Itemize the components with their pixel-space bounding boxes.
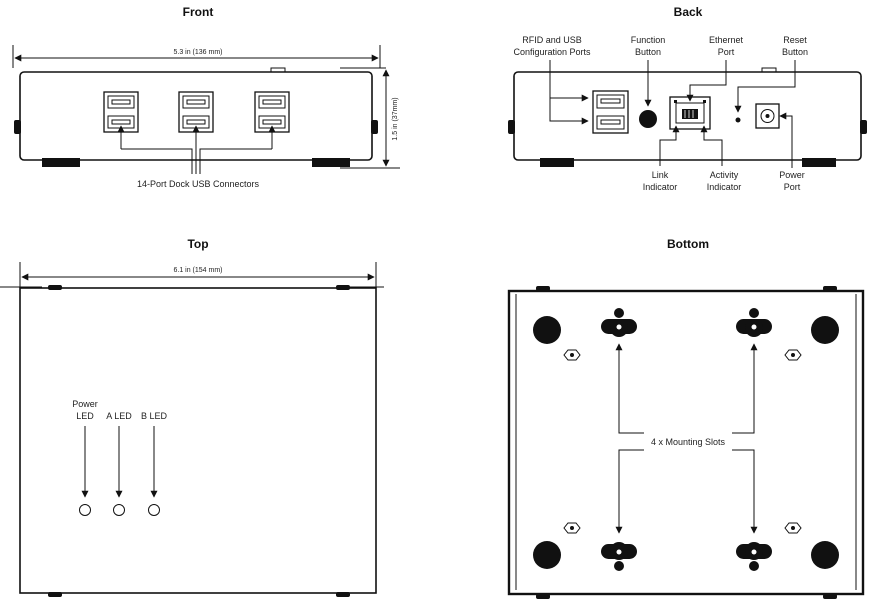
back-function-button	[639, 110, 657, 128]
bottom-mounting-slot-bottom-right	[736, 542, 772, 571]
bottom-chassis	[507, 289, 865, 596]
back-function-label-line2: Button	[635, 47, 661, 57]
back-activity-label-line1: Activity	[710, 170, 739, 180]
back-activity-leader	[700, 125, 723, 166]
bottom-screw-top-left	[563, 349, 581, 361]
bottom-mounting-slot-top-right	[736, 308, 772, 337]
back-link-label-line2: Indicator	[643, 182, 678, 192]
back-title: Back	[674, 5, 703, 19]
bottom-screw-bottom-right	[784, 522, 802, 534]
back-rfid-label-line1: RFID and USB	[522, 35, 582, 45]
top-a-led	[113, 504, 125, 516]
bottom-tab-top-left	[536, 286, 550, 291]
top-chassis	[19, 287, 377, 594]
back-rfid-leader-bottom	[549, 98, 589, 125]
back-power-label-line1: Power	[779, 170, 805, 180]
back-foot-left	[540, 158, 574, 167]
back-ethernet-port	[669, 96, 711, 130]
front-width-dimension-label: 5.3 in (136 mm)	[173, 49, 222, 56]
back-top-tab	[761, 67, 777, 73]
bottom-slot-leader-bottom-left	[615, 449, 644, 534]
back-power-leader	[779, 112, 793, 168]
back-link-label-line1: Link	[652, 170, 669, 180]
bottom-mounting-label: 4 x Mounting Slots	[651, 437, 726, 447]
top-tab-left	[48, 285, 62, 290]
front-view: Front 5.3 in (136 mm) 1.5 in (37mm)	[12, 5, 400, 189]
top-b-led-label: B LED	[141, 411, 168, 421]
bottom-view: Bottom	[507, 237, 865, 599]
top-a-led-label: A LED	[106, 411, 132, 421]
bottom-slot-leader-top-right	[732, 343, 758, 434]
back-reset-label-line2: Button	[782, 47, 808, 57]
front-title: Front	[183, 5, 214, 19]
bottom-foot-bottom-left	[533, 541, 561, 569]
back-foot-right	[802, 158, 836, 167]
bottom-foot-top-right	[811, 316, 839, 344]
bottom-title: Bottom	[667, 237, 709, 251]
front-height-dimension-label: 1.5 in (37mm)	[392, 97, 399, 140]
bottom-tab-bottom-left	[536, 594, 550, 599]
top-tab-right	[336, 285, 350, 290]
top-foot-right	[336, 592, 350, 597]
back-reset-leader	[734, 60, 796, 113]
bottom-slot-leader-bottom-right	[732, 449, 758, 534]
top-view: Top 6.1 in (154 mm) Power LED A LED B LE…	[0, 237, 384, 597]
back-power-port	[755, 103, 780, 129]
top-b-led	[148, 504, 160, 516]
back-function-label-line1: Function	[631, 35, 666, 45]
front-side-knob-left	[14, 120, 21, 134]
back-side-knob-left	[508, 120, 515, 134]
back-ethernet-label-line2: Port	[718, 47, 735, 57]
front-connectors-label: 14-Port Dock USB Connectors	[137, 179, 260, 189]
top-power-led-label-line2: LED	[76, 411, 94, 421]
top-title: Top	[187, 237, 208, 251]
bottom-tab-top-right	[823, 286, 837, 291]
front-top-tab	[270, 67, 286, 73]
back-side-knob-right	[860, 120, 867, 134]
top-power-led	[79, 504, 91, 516]
bottom-mounting-slot-top-left	[601, 308, 637, 337]
back-activity-label-line2: Indicator	[707, 182, 742, 192]
bottom-foot-bottom-right	[811, 541, 839, 569]
back-ethernet-label-line1: Ethernet	[709, 35, 744, 45]
front-usb-leader-join-left	[121, 148, 193, 174]
top-foot-left	[48, 592, 62, 597]
back-usb-config-ports	[592, 90, 629, 134]
back-power-label-line2: Port	[784, 182, 801, 192]
front-side-knob-right	[371, 120, 378, 134]
back-view: Back RFID and USB Configuration Ports Fu…	[508, 5, 867, 192]
bottom-slot-leader-top-left	[615, 343, 644, 434]
bottom-mounting-slot-bottom-left	[601, 542, 637, 571]
bottom-screw-bottom-left	[563, 522, 581, 534]
back-ethernet-leader	[686, 60, 727, 102]
back-rfid-label-line2: Configuration Ports	[513, 47, 591, 57]
bottom-tab-bottom-right	[823, 594, 837, 599]
top-power-led-label-line1: Power	[72, 399, 98, 409]
bottom-screw-top-right	[784, 349, 802, 361]
back-link-leader	[659, 125, 680, 166]
front-foot-right	[312, 158, 350, 167]
top-width-dimension-label: 6.1 in (154 mm)	[173, 267, 222, 274]
back-reset-label-line1: Reset	[783, 35, 807, 45]
back-reset-button	[735, 117, 741, 123]
bottom-foot-top-left	[533, 316, 561, 344]
front-foot-left	[42, 158, 80, 167]
front-usb-leader-join-right	[199, 148, 272, 174]
